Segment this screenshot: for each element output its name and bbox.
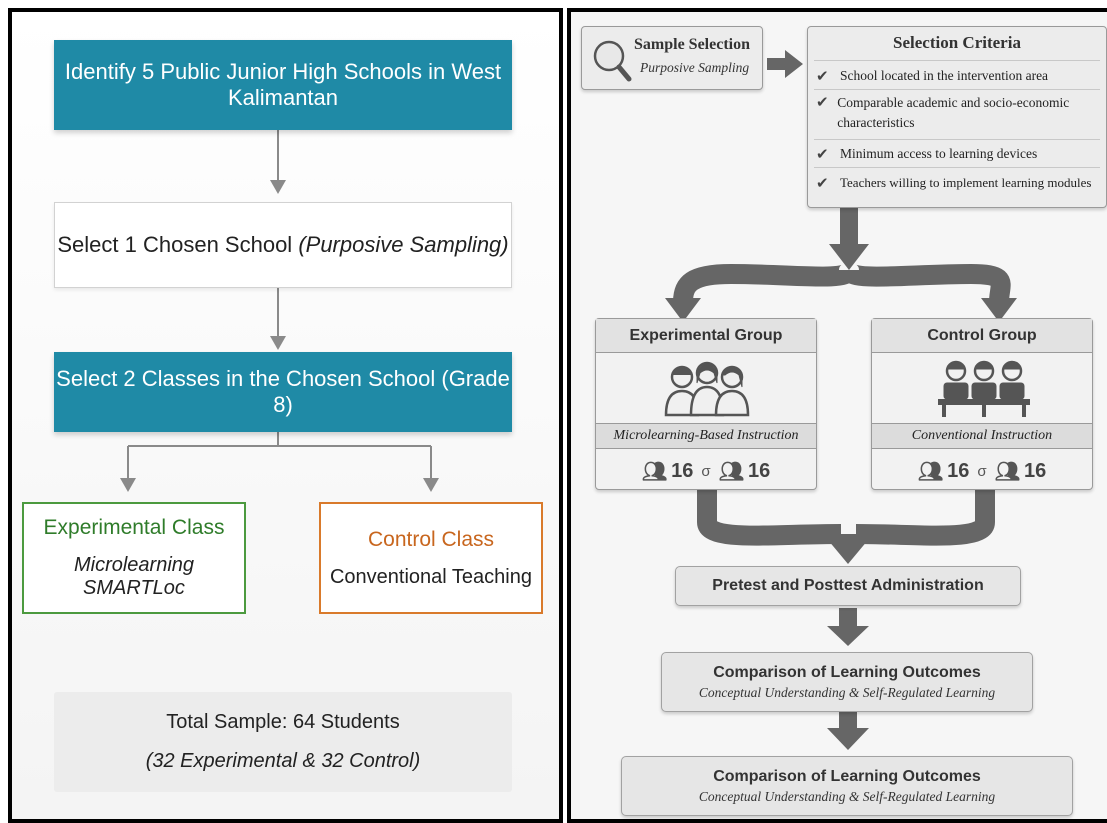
comparison-outcomes-title: Comparison of Learning Outcomes: [713, 663, 981, 681]
step-identify-schools: Identify 5 Public Junior High Schools in…: [54, 40, 512, 130]
arrowhead-comparison2: [827, 728, 869, 750]
control-group-instruction: Conventional Instruction: [872, 423, 1092, 449]
students-icon: [664, 361, 750, 417]
sample-selection-subtitle: Purposive Sampling: [640, 60, 750, 75]
step-select-school-text: Select 1 Chosen School: [57, 232, 299, 257]
criteria-item-text: Comparable academic and socio-economic c…: [837, 95, 1070, 130]
total-sample-line: Total Sample: 64 Students: [166, 711, 400, 733]
magnifier-icon: [593, 40, 632, 82]
control-group-count: 👥︎ 16 σ 👥︎ 16: [872, 453, 1092, 489]
criteria-item: ✔ Comparable academic and socio-economic…: [816, 93, 1102, 135]
step-select-school-method: (Purposive Sampling): [298, 232, 509, 257]
arrow-to-criteria: [767, 50, 803, 78]
criteria-item-text: School located in the intervention area: [840, 68, 1049, 83]
comparison-outcomes-box-final: Comparison of Learning Outcomes Conceptu…: [621, 756, 1073, 816]
criteria-item: ✔ Minimum access to learning devices: [816, 143, 1102, 165]
criteria-item: ✔ School located in the intervention are…: [816, 65, 1102, 87]
control-class-method: Conventional Teaching: [329, 565, 532, 588]
step-select-classes: Select 2 Classes in the Chosen School (G…: [54, 352, 512, 432]
step-select-classes-text: Select 2 Classes in the Chosen School (G…: [56, 366, 510, 417]
control-class-box: Control Class Conventional Teaching: [319, 502, 543, 614]
control-count-b: 16: [1024, 459, 1047, 482]
sample-selection-box: Sample Selection Purposive Sampling: [581, 26, 763, 90]
arrowhead-pretest: [823, 534, 873, 564]
comparison-outcomes-final-subtitle: Conceptual Understanding & Self-Regulate…: [698, 788, 996, 804]
control-group-title: Control Group: [872, 319, 1092, 353]
split-curve-right: [839, 263, 1011, 303]
arrowhead-criteria: [829, 244, 869, 270]
checkmark-icon: ✔: [816, 146, 829, 163]
people-icon: 👥︎: [994, 460, 1021, 483]
criteria-divider: [814, 139, 1100, 140]
arrow-comparison-stem: [839, 710, 857, 732]
merge-curve-left: [697, 488, 842, 546]
arrowhead-control-group: [981, 298, 1017, 322]
sample-selection-title: Sample Selection: [634, 36, 750, 53]
criteria-divider: [814, 89, 1100, 90]
people-icon: 👥︎: [641, 460, 668, 483]
count-separator: σ: [701, 462, 711, 480]
criteria-divider: [814, 60, 1100, 61]
people-icon: 👥︎: [718, 460, 745, 483]
comparison-outcomes-subtitle: Conceptual Understanding & Self-Regulate…: [698, 684, 996, 700]
arrow-criteria-stem: [840, 207, 858, 247]
experimental-count-b: 16: [748, 459, 771, 482]
experimental-group-title: Experimental Group: [596, 319, 816, 353]
left-flowchart-panel: Identify 5 Public Junior High Schools in…: [8, 8, 563, 823]
arrowhead-step2: [270, 180, 286, 194]
pretest-posttest-box: Pretest and Posttest Administration: [675, 566, 1021, 606]
split-curve-left: [673, 263, 859, 303]
right-flowchart-panel: Sample Selection Purposive Sampling Sele…: [567, 8, 1107, 823]
comparison-outcomes-final-title: Comparison of Learning Outcomes: [713, 767, 981, 785]
experimental-count-a: 16: [671, 459, 694, 482]
left-connectors: [120, 130, 439, 492]
checkmark-icon: ✔: [816, 95, 829, 111]
experimental-class-box: Experimental Class Microlearning SMARTLo…: [22, 502, 246, 614]
comparison-outcomes-box: Comparison of Learning Outcomes Conceptu…: [661, 652, 1033, 712]
criteria-divider: [814, 167, 1100, 168]
experimental-group-instruction: Microlearning-Based Instruction: [596, 423, 816, 449]
control-group-box: Control Group Conventional Instruction 👥…: [871, 318, 1093, 490]
arrowhead-experimental-group: [665, 298, 701, 322]
experimental-group-count: 👥︎ 16 σ 👥︎ 16: [596, 453, 816, 489]
total-sample-breakdown: (32 Experimental & 32 Control): [145, 750, 421, 772]
experimental-group-box: Experimental Group Microlearning-Based I…: [595, 318, 817, 490]
merge-curve-right: [855, 488, 995, 546]
step-identify-schools-text: Identify 5 Public Junior High Schools in…: [64, 59, 502, 110]
pretest-posttest-title: Pretest and Posttest Administration: [712, 577, 984, 594]
right-connectors: [665, 50, 1017, 750]
experimental-class-method: Microlearning SMARTLoc: [73, 554, 195, 599]
control-count-a: 16: [947, 459, 970, 482]
selection-criteria-title: Selection Criteria: [893, 33, 1021, 52]
criteria-item-text: Teachers willing to implement learning m…: [840, 175, 1092, 190]
people-icon: 👥︎: [917, 460, 944, 483]
control-class-title: Control Class: [367, 527, 495, 551]
count-separator: σ: [977, 462, 987, 480]
criteria-item-text: Minimum access to learning devices: [840, 146, 1038, 161]
checkmark-icon: ✔: [816, 175, 829, 192]
checkmark-icon: ✔: [816, 68, 829, 85]
arrowhead-comparison1: [827, 626, 869, 646]
criteria-item: ✔ Teachers willing to implement learning…: [816, 172, 1102, 194]
classroom-desks-icon: [938, 360, 1030, 417]
total-sample-summary: Total Sample: 64 Students (32 Experiment…: [54, 692, 512, 792]
arrowhead-experimental: [120, 478, 136, 492]
arrowhead-step3: [270, 336, 286, 350]
experimental-class-title: Experimental Class: [43, 516, 225, 539]
selection-criteria-box: Selection Criteria ✔ School located in t…: [807, 26, 1107, 208]
arrowhead-control: [423, 478, 439, 492]
step-select-school: Select 1 Chosen School (Purposive Sampli…: [54, 202, 512, 288]
